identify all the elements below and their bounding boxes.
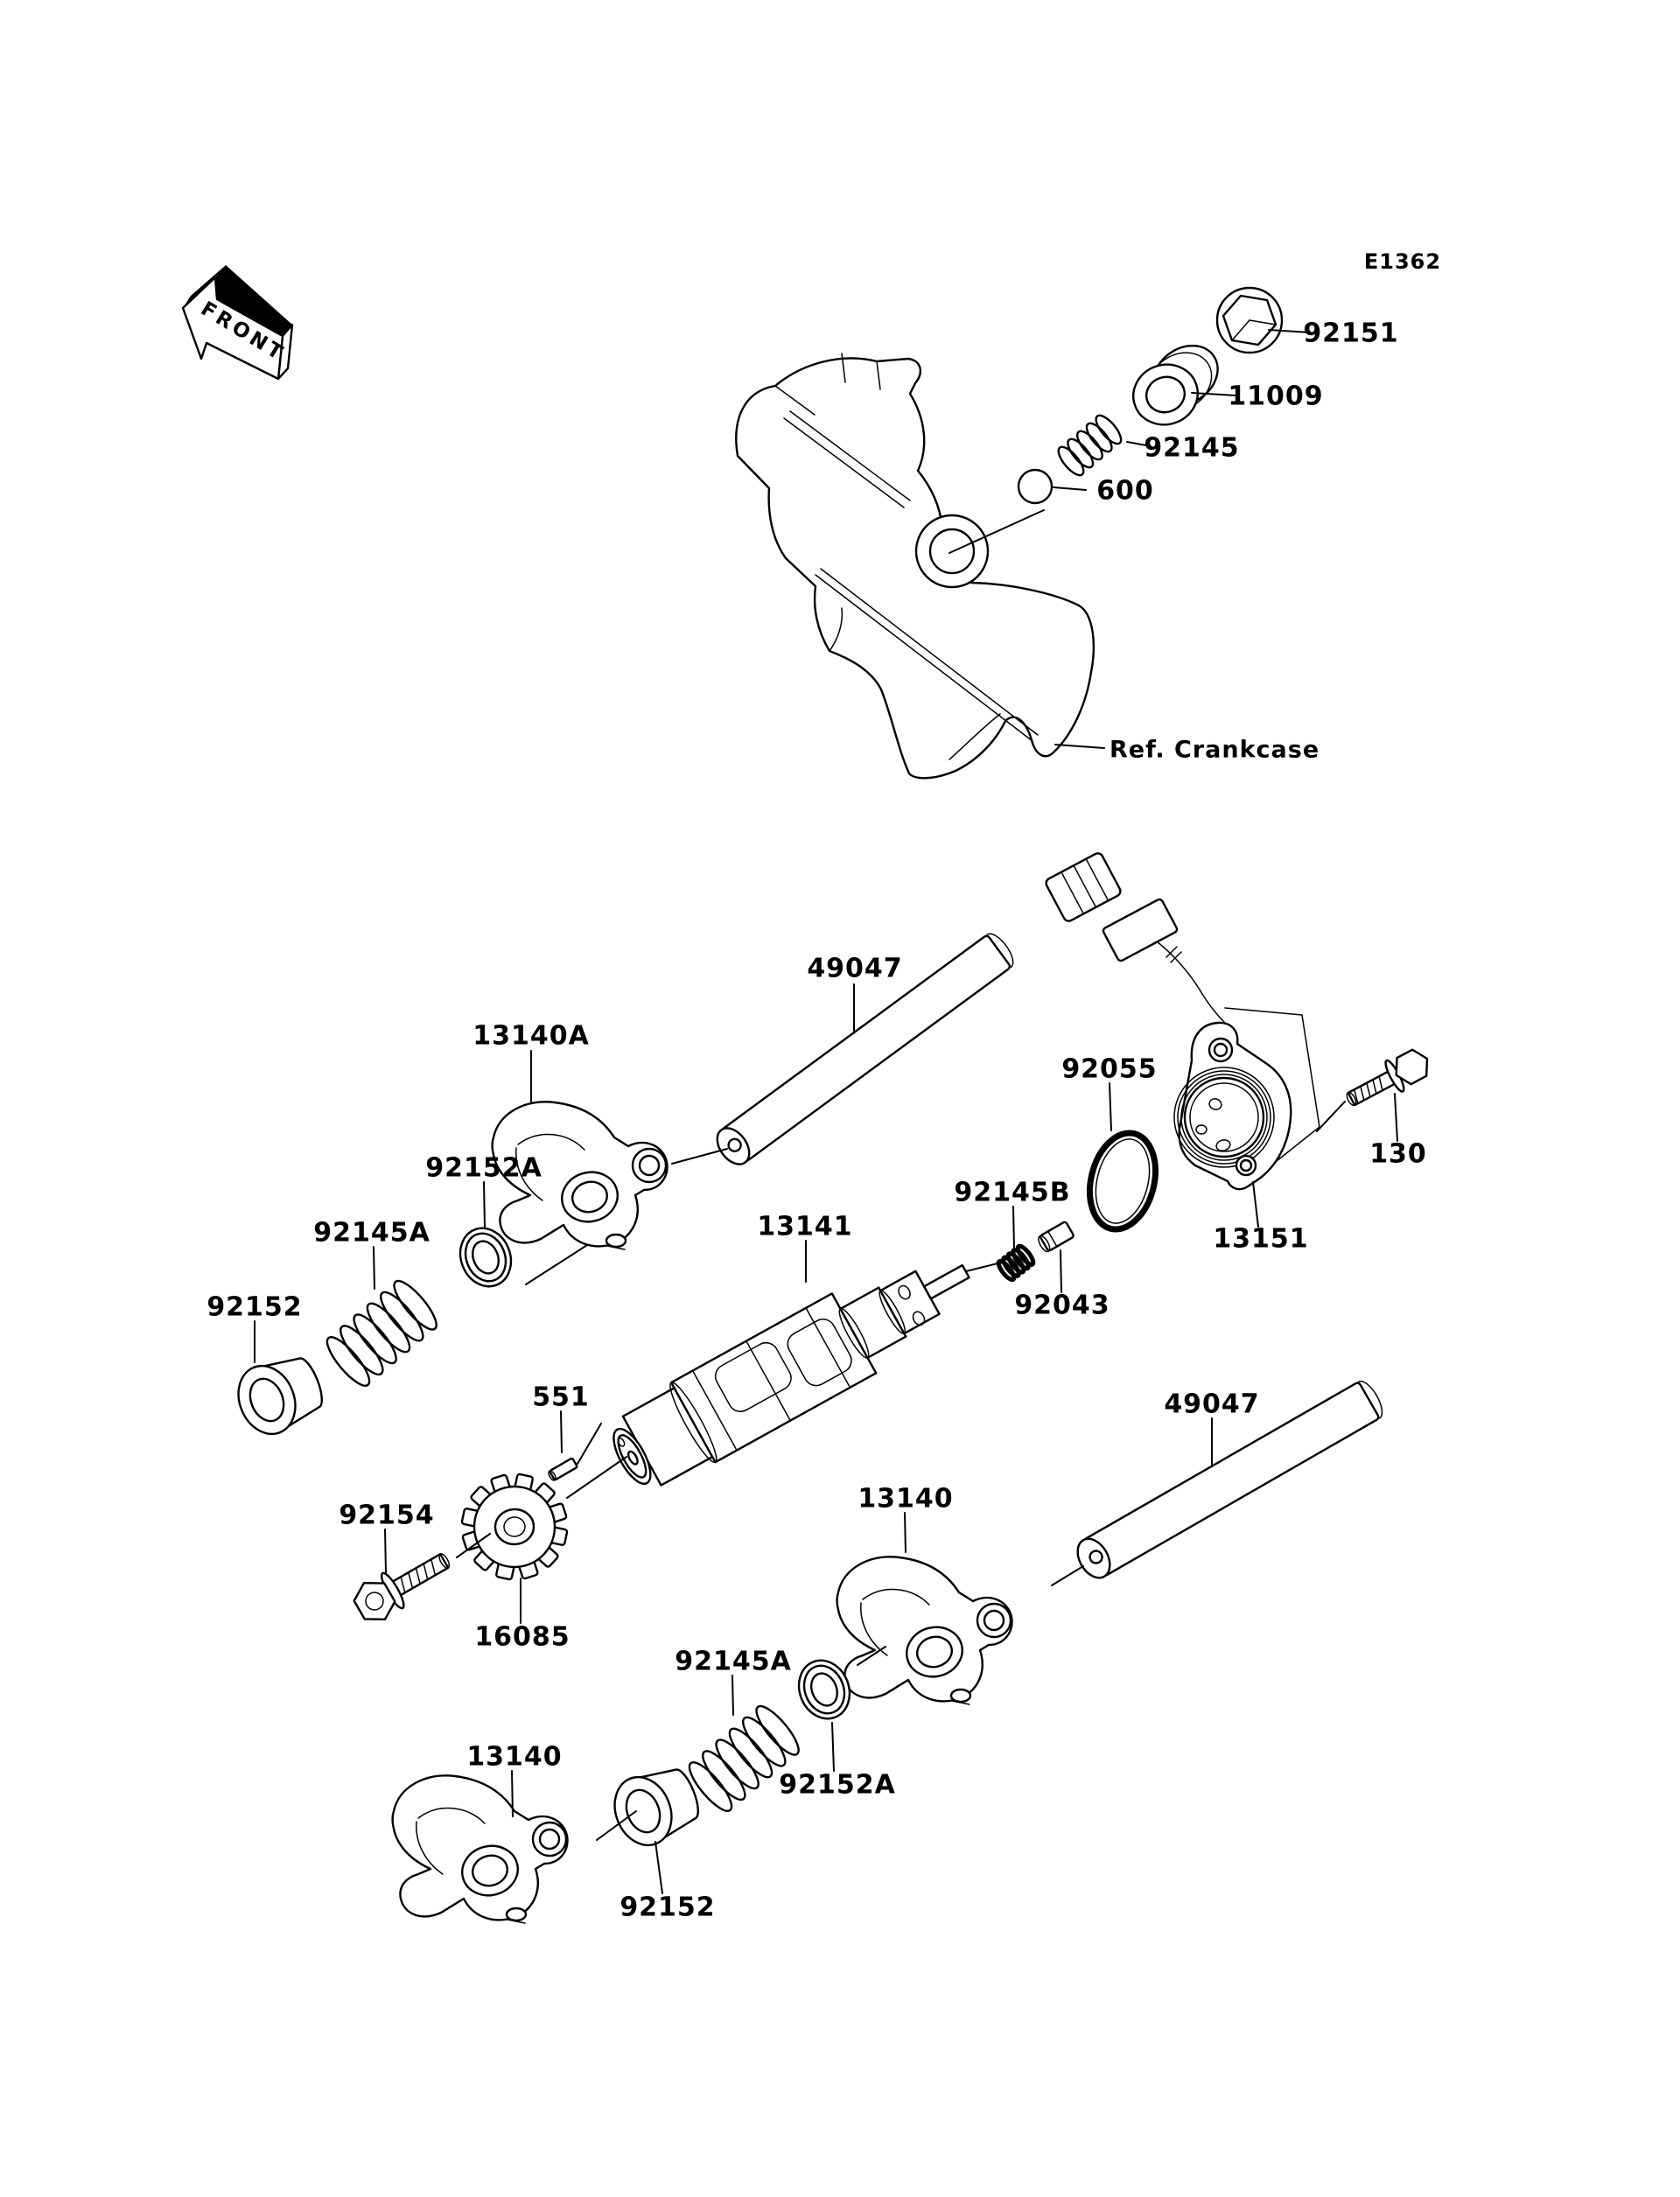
part-label-92055: 92055 (1061, 1054, 1157, 1085)
assembly-axis-lines (456, 509, 1346, 1841)
diagram-code: E1362 (1364, 249, 1441, 274)
axis-line-9 (596, 1810, 637, 1841)
leader-line-92151 (1268, 329, 1311, 333)
axis-line-4 (456, 1533, 491, 1558)
spring-92145 (1057, 414, 1123, 477)
part-label-92145B: 92145B (954, 1178, 1070, 1208)
part-label-49047-lower: 49047 (1164, 1389, 1259, 1420)
axis-line-6 (965, 1261, 1005, 1272)
leader-line-92152A-upper (483, 1181, 486, 1228)
oring-92055 (1087, 1130, 1158, 1233)
part-label-16085: 16085 (474, 1622, 570, 1653)
part-label-92151: 92151 (1303, 318, 1398, 349)
pin-551 (548, 1457, 578, 1481)
bolt-130 (1346, 1048, 1429, 1107)
axis-line-7 (1051, 1565, 1084, 1586)
wire-connector (1045, 852, 1225, 1023)
axis-line-0 (948, 509, 1045, 554)
ball-600 (1017, 468, 1054, 505)
bushing-92152-upper (228, 1346, 332, 1444)
leader-line-92043 (1060, 1249, 1062, 1293)
part-label-92145: 92145 (1144, 433, 1239, 464)
leader-line-92145 (1126, 441, 1152, 447)
part-label-92043: 92043 (1014, 1291, 1110, 1321)
part-label-11009: 11009 (1228, 381, 1323, 412)
washer-11009 (1132, 363, 1199, 426)
part-label-49047-upper: 49047 (807, 954, 902, 984)
axis-line-3 (566, 1456, 627, 1499)
ref-crankcase-art (735, 353, 1096, 780)
part-label-92152A-lower: 92152A (779, 1770, 896, 1801)
leader-line-600 (1053, 486, 1087, 491)
part-label-13141: 13141 (757, 1212, 852, 1242)
part-label-92154: 92154 (339, 1501, 434, 1531)
switch-wire (1156, 941, 1225, 1023)
leader-line-92154 (384, 1529, 387, 1573)
part-label-92152-upper: 92152 (206, 1292, 302, 1323)
shift-fork-13140-middle (836, 1556, 1013, 1706)
leader-line-92152-lower (654, 1841, 663, 1894)
axis-line-10 (1316, 1101, 1346, 1132)
leader-line-92152A-lower (831, 1722, 835, 1772)
leader-line-92145A-lower (732, 1675, 734, 1716)
switch-13151 (1045, 852, 1320, 1191)
axis-line-5 (577, 1423, 602, 1465)
part-label-13140A: 13140A (472, 1021, 590, 1052)
axis-line-8 (857, 1646, 886, 1666)
leader-line-13140-middle (904, 1512, 906, 1553)
gear-16085 (460, 1473, 569, 1581)
rod-49047-lower (1076, 1380, 1383, 1579)
leader-line-92055 (1109, 1082, 1112, 1131)
leader-line-13140-lower (511, 1770, 514, 1817)
part-label-92145A-lower: 92145A (675, 1647, 792, 1677)
part-label-13140-middle: 13140 (858, 1484, 953, 1515)
drum-13141 (612, 1263, 970, 1487)
part-label-13151: 13151 (1213, 1224, 1308, 1255)
part-label-13140-lower: 13140 (466, 1742, 562, 1773)
shift-fork-13140-lower (391, 1774, 569, 1925)
front-arrow-icon: FRONT (181, 265, 294, 381)
leader-line-11009 (1191, 392, 1236, 396)
mounting-panel-outline (1224, 1007, 1320, 1182)
part-label-92145A-upper: 92145A (313, 1218, 430, 1249)
leader-line-130 (1394, 1093, 1398, 1142)
leader-line-551 (560, 1410, 563, 1453)
spring-92145b (996, 1243, 1036, 1283)
part-label-ref-crankcase: Ref. Crankcase (1110, 737, 1320, 764)
part-label-92152-lower: 92152 (620, 1893, 715, 1923)
part-label-600: 600 (1096, 476, 1154, 507)
axis-line-1 (671, 1148, 728, 1165)
leader-line-92145B (1012, 1206, 1015, 1249)
part-label-92152A-upper: 92152A (425, 1153, 542, 1184)
pin-92043 (1038, 1221, 1074, 1253)
bolt-92154 (353, 1553, 451, 1620)
part-label-551: 551 (532, 1382, 590, 1413)
part-label-130: 130 (1369, 1139, 1427, 1170)
leader-line-ref-crankcase (1054, 744, 1105, 749)
leader-line-13151 (1252, 1181, 1259, 1228)
axis-line-2 (525, 1244, 588, 1285)
spring-92145a-upper (319, 1274, 444, 1393)
